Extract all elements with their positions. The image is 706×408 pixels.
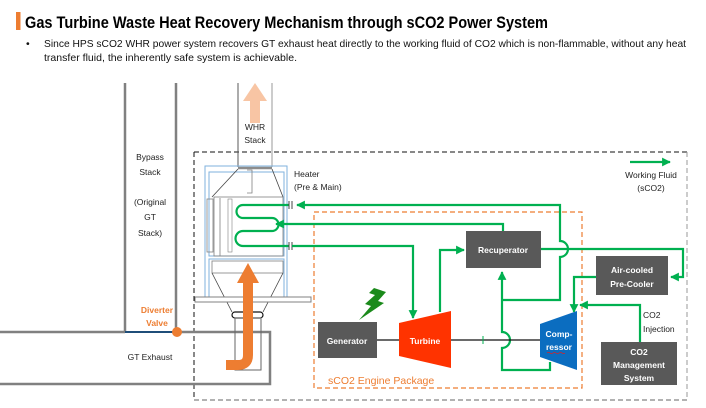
precooler-box <box>596 256 668 295</box>
legend-label-1: Working Fluid <box>625 170 677 180</box>
co2-management-box <box>601 342 677 385</box>
gt-exhaust-duct <box>0 330 272 386</box>
heater-label-2: (Pre & Main) <box>294 182 342 192</box>
engine-package-boundary <box>313 211 583 389</box>
turbine-label: Turbine <box>410 336 441 346</box>
flow-turbine-to-recuperator <box>438 245 465 312</box>
diverter-valve-label-1: Diverter <box>141 305 174 315</box>
co2-injection-label-2: Injection <box>643 324 675 334</box>
legend-label-2: (sCO2) <box>637 183 665 193</box>
heater-label-1: Heater <box>294 169 320 179</box>
system-boundary <box>193 151 688 401</box>
generator-label: Generator <box>327 336 368 346</box>
flow-recuperator-to-heater <box>275 219 505 231</box>
bypass-stack-label-3: (Original <box>134 197 166 207</box>
heater-coil <box>234 203 289 248</box>
recuperator-label: Recuperator <box>478 245 529 255</box>
flow-heater-to-turbine <box>292 244 418 319</box>
title-accent-bar <box>16 12 21 30</box>
turbine-shape <box>399 311 451 368</box>
flow-compressor-to-recuperator <box>497 271 552 372</box>
gt-exhaust-label: GT Exhaust <box>128 352 173 362</box>
co2-management-label-1: CO2 <box>630 347 648 357</box>
shaft <box>377 336 541 344</box>
precooler-label-1: Air-cooled <box>611 265 653 275</box>
co2-management-label-3: System <box>624 373 655 383</box>
bypass-stack-label-2: Stack <box>139 167 161 177</box>
compressor-label-1: Comp- <box>546 329 573 339</box>
engine-package-label: sCO2 Engine Package <box>328 375 434 387</box>
bypass-stack <box>123 83 178 332</box>
bypass-stack-label-1: Bypass <box>136 152 164 162</box>
power-output-icon <box>359 288 386 320</box>
bypass-stack-label-5: Stack) <box>138 228 162 238</box>
stack-exhaust-arrow-icon <box>243 83 267 123</box>
diverter-valve-label-2: Valve <box>146 318 168 328</box>
description-line-1: Since HPS sCO2 WHR power system recovers… <box>44 38 686 50</box>
recuperator-box <box>466 231 541 268</box>
bullet-marker: • <box>26 38 30 50</box>
co2-management-label-2: Management <box>613 360 665 370</box>
flow-recuperator-to-precooler <box>541 247 685 282</box>
compressor-label-2: ressor <box>546 342 573 352</box>
spellcheck-underline <box>546 351 566 355</box>
description-line-2: transfer fluid, the inherently safe syst… <box>44 52 297 64</box>
flow-co2-injection <box>579 300 642 342</box>
generator-box <box>318 322 377 358</box>
whr-stack-label-2: Stack <box>244 135 266 145</box>
heater-flange-icons <box>288 201 293 250</box>
bypass-stack-label-4: GT <box>144 212 156 222</box>
heater <box>204 165 288 313</box>
exhaust-flow-arrow-icon <box>226 263 259 370</box>
whr-stack <box>237 83 273 167</box>
flow-precooler-to-compressor <box>569 275 596 313</box>
diverter-valve-icon <box>172 327 182 337</box>
compressor-shape <box>540 311 577 370</box>
co2-injection-label-1: CO2 <box>643 310 661 320</box>
whr-stack-label-1: WHR <box>245 122 265 132</box>
precooler-label-2: Pre-Cooler <box>610 279 654 289</box>
page-title: Gas Turbine Waste Heat Recovery Mechanis… <box>25 13 548 32</box>
